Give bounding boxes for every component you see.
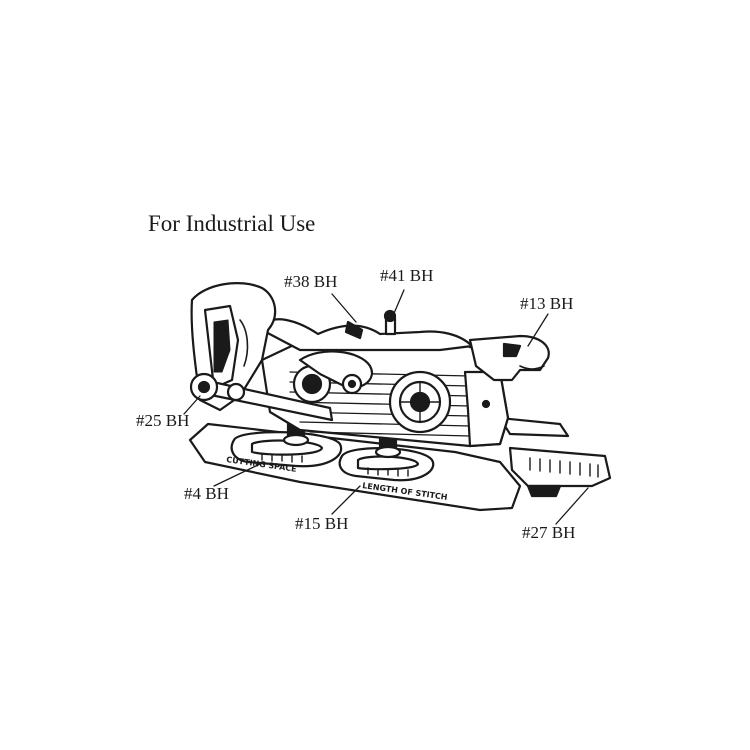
callout-25-bh: #25 BH bbox=[136, 411, 190, 430]
feed-wheel bbox=[388, 370, 452, 434]
cutting-space-guide bbox=[230, 431, 343, 468]
leader-4 bbox=[213, 463, 261, 487]
leader-27 bbox=[555, 487, 589, 525]
length-of-stitch-guide bbox=[338, 447, 435, 482]
leader-41 bbox=[391, 289, 405, 319]
slide-bar bbox=[498, 416, 570, 438]
leader-lines bbox=[183, 289, 589, 525]
diagram-title: For Industrial Use bbox=[148, 211, 316, 236]
callout-27-bh: #27 BH bbox=[522, 523, 576, 542]
rack-teeth bbox=[529, 457, 599, 478]
callout-41-bh: #41 BH bbox=[380, 266, 434, 285]
callout-4-bh: #4 BH bbox=[184, 484, 229, 503]
callout-38-bh: #38 BH bbox=[284, 272, 338, 291]
callout-13-bh: #13 BH bbox=[520, 294, 574, 313]
end-block bbox=[463, 370, 510, 448]
leader-15 bbox=[331, 485, 361, 515]
top-stud-41 bbox=[383, 309, 397, 336]
rack-tab bbox=[526, 484, 562, 498]
lever-25 bbox=[189, 372, 334, 422]
callout-15-bh: #15 BH bbox=[295, 514, 349, 533]
top-lever-38 bbox=[344, 320, 364, 340]
top-shroud bbox=[260, 318, 474, 352]
leader-38 bbox=[331, 293, 357, 323]
leader-25 bbox=[183, 395, 201, 415]
leader-13 bbox=[527, 313, 549, 347]
housing-hatching bbox=[289, 371, 471, 437]
